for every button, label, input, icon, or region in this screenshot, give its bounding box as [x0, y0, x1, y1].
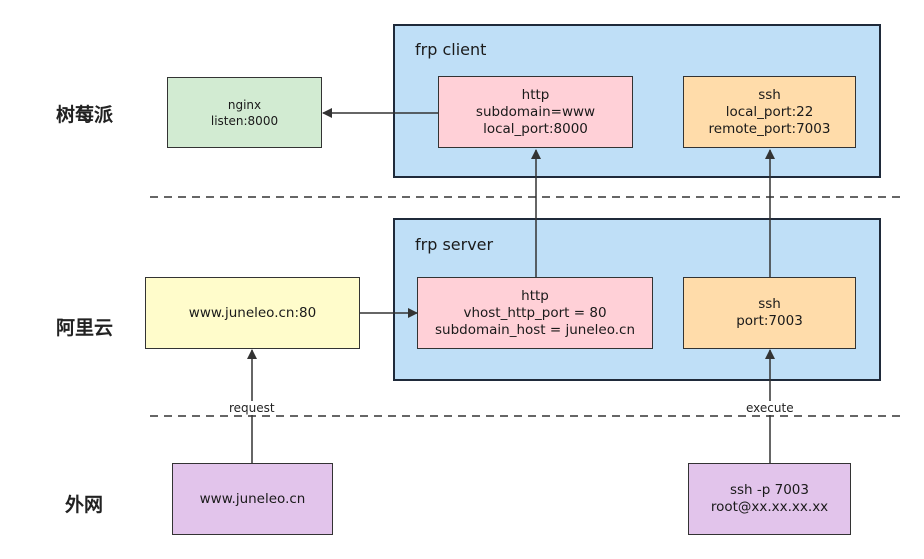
server-ssh-port: port:7003: [736, 313, 803, 329]
client-http-protocol: http: [521, 86, 550, 103]
server-http-protocol: http: [521, 287, 549, 304]
server-ssh-protocol: ssh: [758, 296, 781, 312]
zone-label-aliyun: 阿里云: [56, 317, 114, 339]
client-http-subdomain: subdomain=www: [475, 103, 596, 120]
nginx-listen-label: listen:8000: [210, 113, 279, 128]
client-http-local-port: local_port:8000: [483, 120, 588, 137]
zone-label-internet: 外网: [65, 494, 104, 516]
client-http-node: http subdomain=www local_port:8000: [438, 76, 633, 148]
ssh-command-target: root@xx.xx.xx.xx: [710, 499, 829, 515]
ssh-command: ssh -p 7003: [729, 482, 809, 498]
browser-address: www.juneleo.cn: [199, 490, 306, 507]
web-entry-node: www.juneleo.cn:80: [145, 277, 360, 349]
client-ssh-remote-port: remote_port:7003: [708, 120, 831, 137]
frp-client-title: frp client: [415, 40, 487, 59]
edge-label-execute: execute: [744, 401, 796, 415]
frp-server-title: frp server: [415, 235, 494, 254]
edge-label-request: request: [227, 401, 277, 415]
client-ssh-node: ssh local_port:22 remote_port:7003: [683, 76, 856, 148]
zone-label-raspberry-pi: 树莓派: [56, 104, 114, 126]
server-http-node: http vhost_http_port = 80 subdomain_host…: [417, 277, 653, 349]
server-ssh-node: ssh port:7003: [683, 277, 856, 349]
server-http-vhost-port: vhost_http_port = 80: [463, 304, 607, 321]
browser-node: www.juneleo.cn: [172, 463, 333, 535]
ssh-command-node: ssh -p 7003 root@xx.xx.xx.xx: [688, 463, 851, 535]
client-ssh-local-port: local_port:22: [725, 103, 814, 120]
web-entry-address: www.juneleo.cn:80: [188, 304, 317, 321]
client-ssh-protocol: ssh: [758, 86, 781, 103]
nginx-node: nginx listen:8000: [167, 77, 322, 148]
nginx-label: nginx: [227, 97, 262, 112]
server-http-subdomain-host: subdomain_host = juneleo.cn: [434, 321, 636, 338]
